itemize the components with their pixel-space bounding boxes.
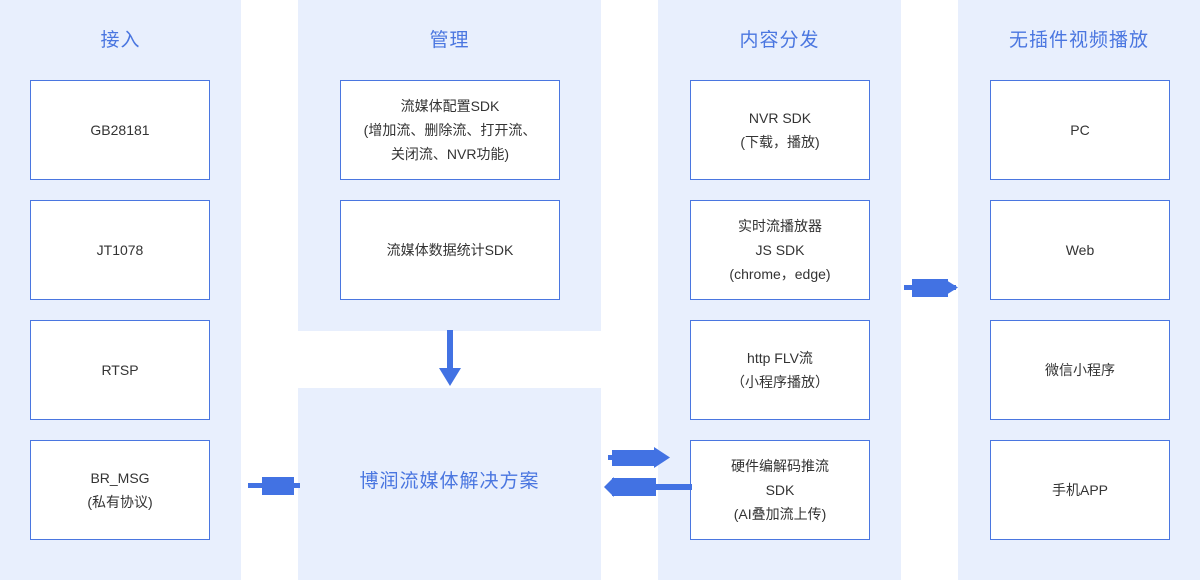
- node-label-line: 硬件编解码推流: [731, 458, 829, 474]
- node-label: NVR SDK (下载，播放): [697, 106, 863, 154]
- node-pc[interactable]: PC: [990, 80, 1170, 180]
- column-title-access: 接入: [100, 30, 141, 51]
- node-label-line: (私有协议): [87, 494, 153, 510]
- node-label: 微信小程序: [997, 358, 1163, 382]
- arrow-left-icon: [604, 474, 694, 502]
- node-label: BR_MSG (私有协议): [37, 466, 203, 514]
- node-label-line: (下载，播放): [740, 134, 820, 150]
- node-label-line: (AI叠加流上传): [733, 506, 827, 522]
- node-mobile-app[interactable]: 手机APP: [990, 440, 1170, 540]
- node-streaming-config-sdk[interactable]: 流媒体配置SDK (增加流、删除流、打开流、关闭流、NVR功能): [340, 80, 560, 180]
- node-gb28181[interactable]: GB28181: [30, 80, 210, 180]
- column-band-center: [298, 388, 601, 580]
- arrow-right-icon: [240, 470, 302, 502]
- node-label: Web: [997, 238, 1163, 262]
- node-streaming-stats-sdk[interactable]: 流媒体数据统计SDK: [340, 200, 560, 300]
- node-label: 手机APP: [997, 478, 1163, 502]
- node-label-line: (增加流、删除流、打开流、: [363, 122, 537, 138]
- node-label-line: JT1078: [96, 242, 144, 258]
- node-label-line: (chrome，edge): [729, 266, 831, 282]
- node-br-msg[interactable]: BR_MSG (私有协议): [30, 440, 210, 540]
- node-label-line: JS SDK: [755, 242, 805, 258]
- node-label-line: http FLV流: [747, 350, 813, 366]
- node-label-line: （小程序播放）: [731, 374, 829, 390]
- node-realtime-player-js-sdk[interactable]: 实时流播放器 JS SDK (chrome，edge): [690, 200, 870, 300]
- node-label-line: NVR SDK: [748, 110, 812, 126]
- node-label-line: 流媒体配置SDK: [400, 98, 500, 114]
- node-jt1078[interactable]: JT1078: [30, 200, 210, 300]
- node-web[interactable]: Web: [990, 200, 1170, 300]
- arrow-down-icon: [428, 330, 472, 388]
- node-label: RTSP: [37, 358, 203, 382]
- node-label-line: 关闭流、NVR功能): [390, 146, 510, 162]
- node-label-line: Web: [1065, 242, 1095, 258]
- node-nvr-sdk[interactable]: NVR SDK (下载，播放): [690, 80, 870, 180]
- node-label: 实时流播放器 JS SDK (chrome，edge): [697, 214, 863, 286]
- node-rtsp[interactable]: RTSP: [30, 320, 210, 420]
- arrow-right-icon: [898, 272, 962, 304]
- node-http-flv-stream[interactable]: http FLV流 （小程序播放）: [690, 320, 870, 420]
- node-wechat-miniprogram[interactable]: 微信小程序: [990, 320, 1170, 420]
- node-label: 硬件编解码推流 SDK (AI叠加流上传): [697, 454, 863, 526]
- node-label-line: RTSP: [101, 362, 139, 378]
- node-label-line: PC: [1070, 122, 1090, 138]
- node-hardware-codec-push-sdk[interactable]: 硬件编解码推流 SDK (AI叠加流上传): [690, 440, 870, 540]
- arrow-right-icon: [604, 444, 694, 472]
- node-label: PC: [997, 118, 1163, 142]
- node-label: 流媒体配置SDK (增加流、删除流、打开流、关闭流、NVR功能): [347, 94, 553, 166]
- node-label: GB28181: [37, 118, 203, 142]
- node-label-line: BR_MSG: [90, 470, 150, 486]
- node-label-line: 流媒体数据统计SDK: [386, 242, 514, 258]
- node-label-line: GB28181: [90, 122, 150, 138]
- node-label: 流媒体数据统计SDK: [347, 238, 553, 262]
- center-solution-label: 博润流媒体解决方案: [359, 471, 540, 492]
- node-label: http FLV流 （小程序播放）: [697, 346, 863, 394]
- node-label-line: 微信小程序: [1045, 362, 1115, 378]
- node-label-line: 手机APP: [1051, 482, 1108, 498]
- node-label: JT1078: [37, 238, 203, 262]
- node-label-line: 实时流播放器: [738, 218, 822, 234]
- column-title-manage: 管理: [429, 30, 470, 51]
- column-title-distribute: 内容分发: [739, 30, 820, 51]
- column-title-playback: 无插件视频播放: [1008, 30, 1149, 51]
- node-label-line: SDK: [765, 482, 795, 498]
